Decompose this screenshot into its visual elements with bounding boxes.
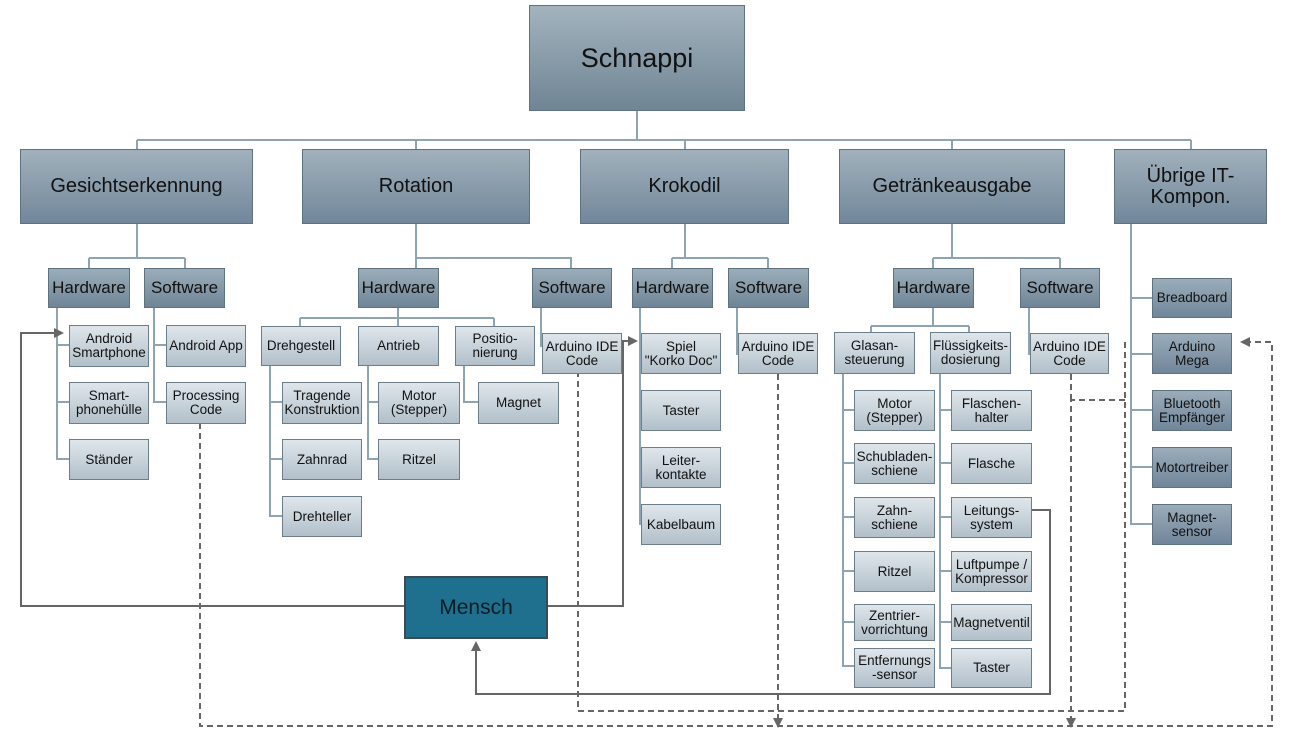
category-krokodil[interactable]: Krokodil (580, 149, 789, 224)
leaf-leiterkontakte[interactable]: Leiter- kontakte (641, 447, 721, 488)
category-getraenkeausgabe[interactable]: Getränkeausgabe (839, 149, 1065, 224)
leaf-ritzel-rotation[interactable]: Ritzel (378, 439, 460, 480)
leaf-smartphonehuelle[interactable]: Smart- phonehülle (69, 382, 149, 424)
getraenk-software[interactable]: Software (1020, 268, 1100, 308)
leaf-taster-getraenk[interactable]: Taster (951, 648, 1032, 688)
gesicht-software[interactable]: Software (144, 268, 225, 308)
leaf-bluetooth-empfaenger[interactable]: Bluetooth Empfänger (1152, 390, 1232, 431)
leaf-flaschenhalter[interactable]: Flaschen- halter (951, 390, 1032, 431)
group-fluessigkeitsdosierung[interactable]: Flüssigkeits- dosierung (930, 332, 1011, 374)
leaf-arduino-ide-code-rotation[interactable]: Arduino IDE Code (542, 333, 622, 374)
category-it-komponenten[interactable]: Übrige IT- Kompon. (1114, 149, 1267, 224)
leaf-zentriervorrichtung[interactable]: Zentrier- vorrichtung (854, 604, 935, 641)
krokodil-hardware[interactable]: Hardware (632, 268, 713, 308)
leaf-motor-stepper-glas[interactable]: Motor (Stepper) (854, 390, 935, 431)
category-gesichtserkennung[interactable]: Gesichtserkennung (20, 149, 253, 224)
leaf-zahnschiene[interactable]: Zahn- schiene (854, 497, 935, 538)
getraenk-hardware[interactable]: Hardware (893, 268, 974, 308)
leaf-tragende-konstruktion[interactable]: Tragende Konstruktion (282, 382, 362, 424)
flow-lines (20, 328, 1051, 695)
leaf-android-app[interactable]: Android App (166, 325, 246, 367)
leaf-arduino-ide-code-krokodil[interactable]: Arduino IDE Code (738, 333, 818, 374)
leaf-zahnrad[interactable]: Zahnrad (282, 439, 362, 480)
leaf-ritzel-glas[interactable]: Ritzel (854, 551, 935, 592)
leaf-schubladenschiene[interactable]: Schubladen- schiene (854, 443, 935, 484)
dashed-flow-lines (199, 337, 1273, 728)
leaf-magnetsensor[interactable]: Magnet- sensor (1152, 504, 1232, 545)
leaf-android-smartphone[interactable]: Android Smartphone (69, 325, 149, 367)
leaf-spiel-korko-doc[interactable]: Spiel "Korko Doc" (641, 333, 721, 374)
leaf-motortreiber[interactable]: Motortreiber (1152, 447, 1232, 488)
leaf-luftpumpe-kompressor[interactable]: Luftpumpe / Kompressor (951, 551, 1032, 592)
leaf-drehteller[interactable]: Drehteller (282, 496, 362, 537)
group-antrieb[interactable]: Antrieb (358, 326, 439, 366)
leaf-taster-krokodil[interactable]: Taster (641, 390, 721, 431)
leaf-staender[interactable]: Ständer (69, 439, 149, 480)
rotation-software[interactable]: Software (532, 268, 612, 308)
group-positionierung[interactable]: Positio- nierung (455, 326, 535, 366)
rotation-hardware[interactable]: Hardware (358, 268, 439, 308)
leaf-motor-stepper-rotation[interactable]: Motor (Stepper) (378, 382, 460, 424)
tree-lines (56, 111, 1192, 669)
leaf-processing-code[interactable]: Processing Code (166, 382, 246, 424)
leaf-magnet[interactable]: Magnet (478, 382, 559, 424)
gesicht-hardware[interactable]: Hardware (48, 268, 130, 308)
group-drehgestell[interactable]: Drehgestell (261, 326, 341, 366)
leaf-arduino-ide-code-getraenk[interactable]: Arduino IDE Code (1030, 333, 1109, 374)
leaf-kabelbaum[interactable]: Kabelbaum (641, 504, 721, 545)
leaf-flasche[interactable]: Flasche (951, 443, 1032, 484)
leaf-magnetventil[interactable]: Magnetventil (951, 604, 1032, 641)
leaf-entfernungssensor[interactable]: Entfernungs -sensor (854, 648, 935, 688)
krokodil-software[interactable]: Software (728, 268, 809, 308)
leaf-breadboard[interactable]: Breadboard (1152, 278, 1232, 318)
leaf-leitungssystem[interactable]: Leitungs- system (951, 497, 1032, 538)
mensch-node[interactable]: Mensch (404, 576, 548, 639)
category-rotation[interactable]: Rotation (302, 149, 530, 224)
leaf-arduino-mega[interactable]: Arduino Mega (1152, 333, 1232, 374)
root-node[interactable]: Schnappi (529, 5, 745, 111)
group-glasansteuerung[interactable]: Glasan- steuerung (834, 332, 915, 374)
